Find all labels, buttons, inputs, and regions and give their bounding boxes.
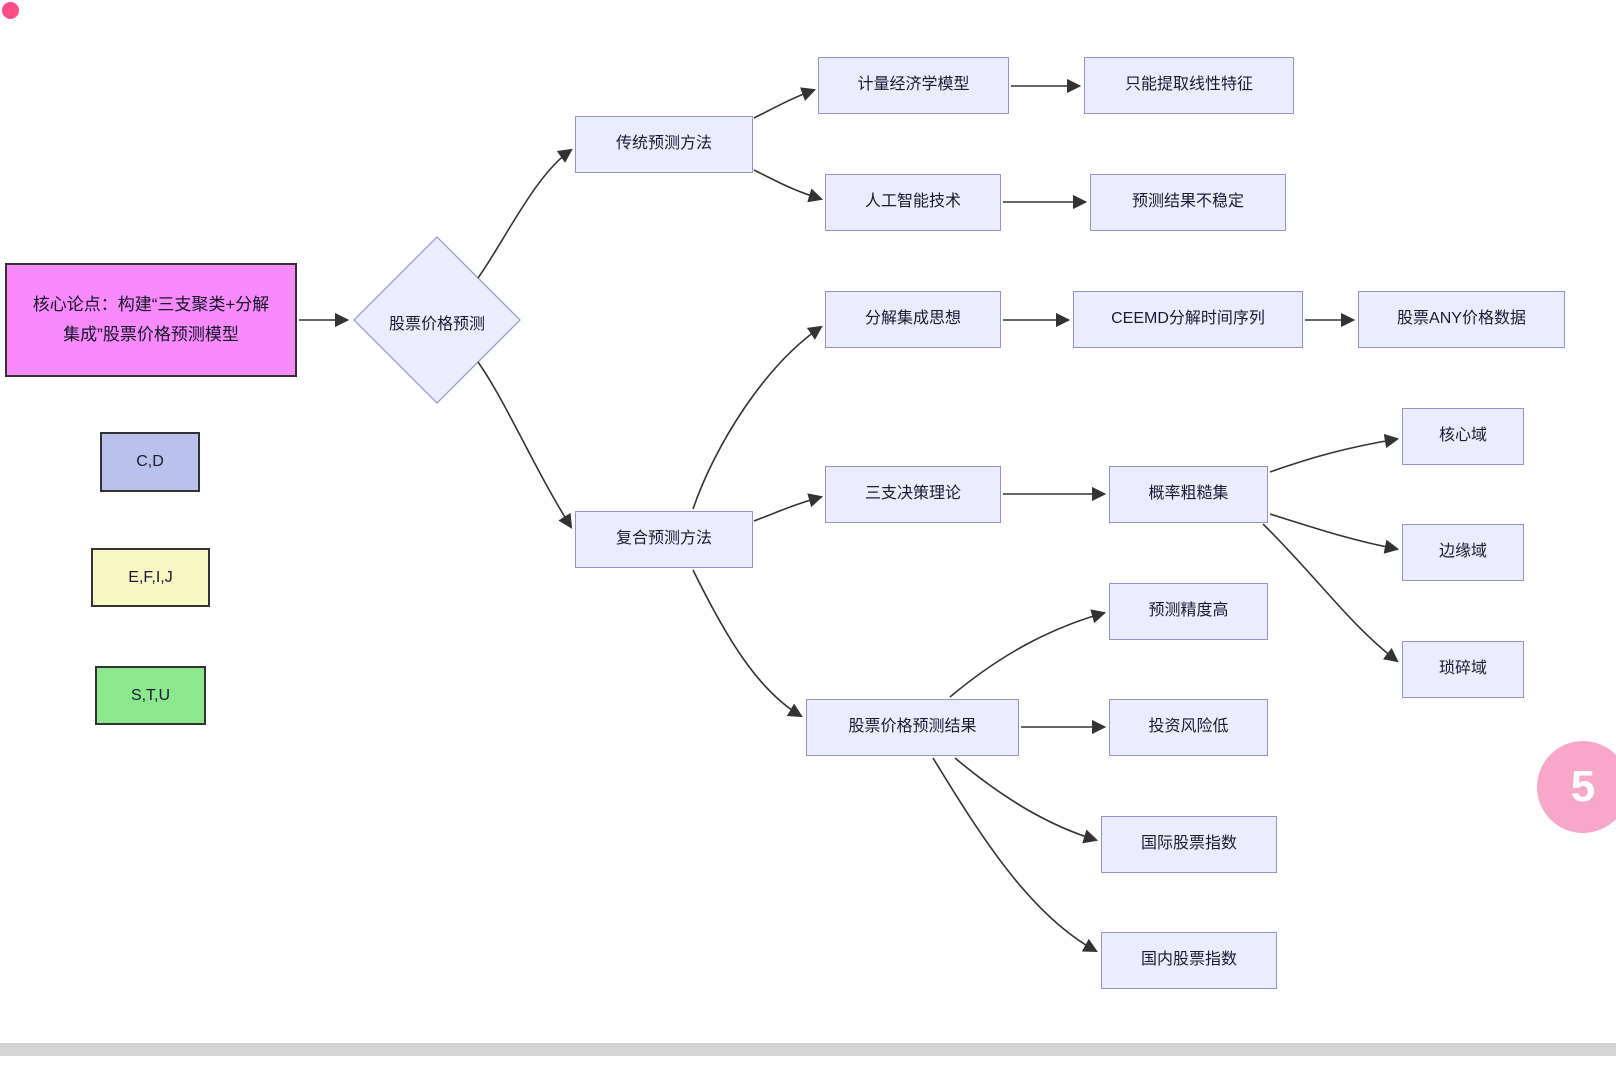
node-boundary-domain: 边缘域 — [1402, 524, 1524, 581]
node-econometric-model: 计量经济学模型 — [818, 57, 1009, 114]
node-high-accuracy: 预测精度高 — [1109, 583, 1268, 640]
edge-composite-to-decomposition — [692, 325, 823, 510]
node-core-thesis: 核心论点：构建“三支聚类+分解集成”股票价格预测模型 — [5, 263, 297, 377]
node-ceemd-decompose: CEEMD分解时间序列 — [1073, 291, 1303, 348]
floating-badge-button[interactable]: 5 — [1537, 741, 1616, 833]
node-ai-technology: 人工智能技术 — [825, 174, 1001, 231]
edge-traditional-to-ai — [753, 169, 824, 203]
legend-item-stu: S,T,U — [95, 666, 206, 725]
node-traditional-methods: 传统预测方法 — [575, 116, 753, 173]
edge-decision-to-composite — [477, 361, 573, 529]
edge-result-to-accuracy — [949, 609, 1107, 698]
edge-traditional-to-econometric — [753, 87, 817, 119]
node-any-price-data: 股票ANY价格数据 — [1358, 291, 1565, 348]
bottom-scrollbar[interactable] — [0, 1043, 1616, 1056]
node-composite-methods: 复合预测方法 — [575, 511, 753, 568]
node-domestic-index: 国内股票指数 — [1101, 932, 1277, 989]
node-decomposition-ensemble: 分解集成思想 — [825, 291, 1001, 348]
node-probabilistic-rough-set: 概率粗糙集 — [1109, 466, 1268, 523]
edge-roughset-to-trivial — [1262, 523, 1399, 663]
edge-composite-to-result — [692, 569, 803, 718]
edge-roughset-to-boundary — [1269, 513, 1400, 554]
edge-roughset-to-core — [1269, 433, 1400, 473]
node-three-way-decision: 三支决策理论 — [825, 466, 1001, 523]
node-trivial-domain: 琐碎域 — [1402, 641, 1524, 698]
node-decision-label: 股票价格预测 — [388, 316, 485, 333]
edge-decision-to-traditional — [477, 148, 573, 279]
node-prediction-result: 股票价格预测结果 — [806, 699, 1019, 756]
node-core-domain: 核心域 — [1402, 408, 1524, 465]
edge-result-to-intl — [954, 757, 1099, 844]
corner-dot — [2, 2, 19, 19]
floating-badge-label: 5 — [1570, 762, 1596, 811]
decision-diamond-shape — [353, 236, 521, 404]
node-unstable-results: 预测结果不稳定 — [1090, 174, 1286, 231]
legend-item-cd: C,D — [100, 432, 200, 492]
node-low-investment-risk: 投资风险低 — [1109, 699, 1268, 756]
legend-item-efij: E,F,I,J — [91, 548, 210, 607]
edge-result-to-domestic — [932, 757, 1098, 953]
node-linear-features-only: 只能提取线性特征 — [1084, 57, 1294, 114]
edge-composite-to-threeway — [753, 493, 824, 522]
node-international-index: 国际股票指数 — [1101, 816, 1277, 873]
